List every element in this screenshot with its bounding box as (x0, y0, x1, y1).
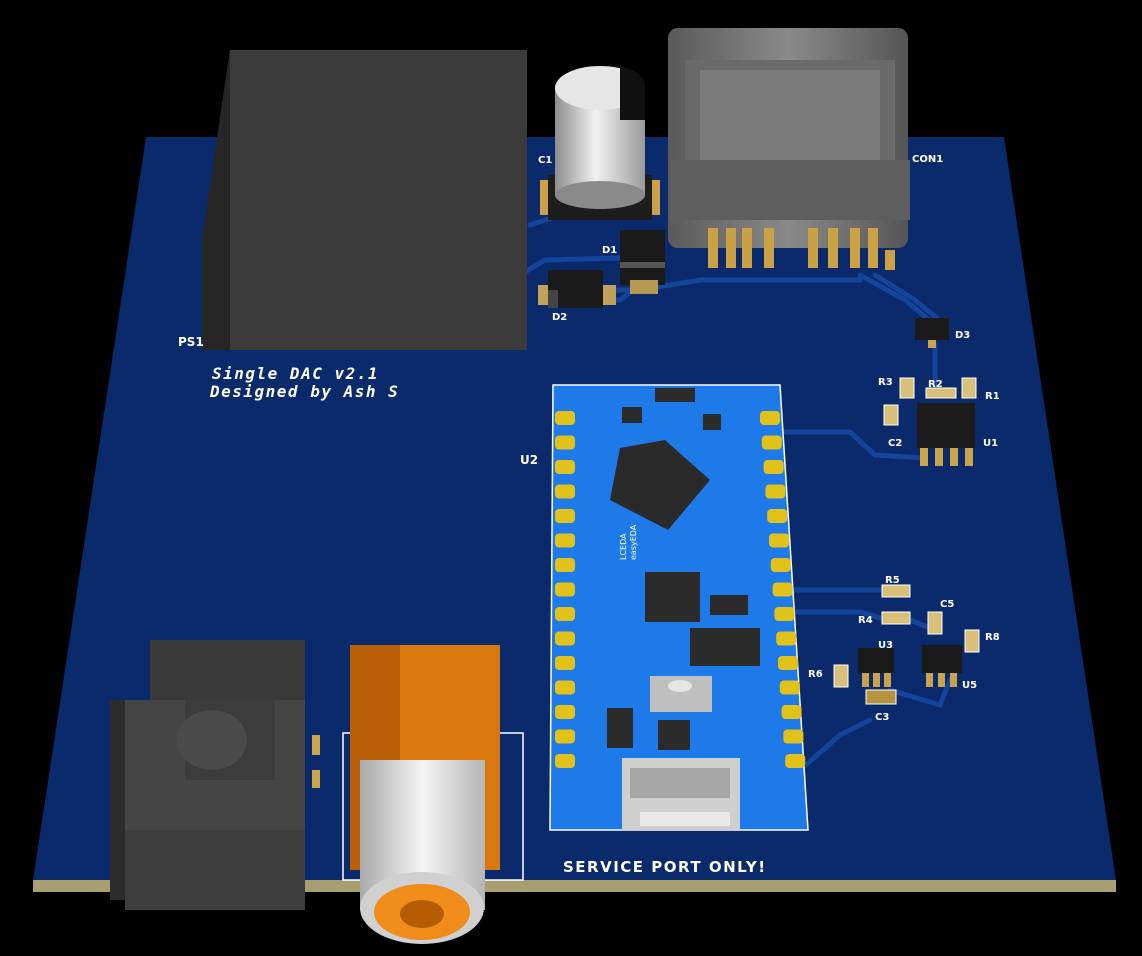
header-pin-left (555, 705, 575, 719)
header-pin-right (778, 656, 798, 670)
header-pin-left (555, 533, 575, 548)
connector-con1 (668, 28, 910, 270)
toslink-connector (110, 640, 320, 910)
header-pin-right (776, 631, 797, 646)
header-pin-left (555, 754, 575, 768)
header-pin-left (555, 582, 575, 597)
header-pin-left (555, 631, 575, 646)
header-pin-right (761, 435, 782, 450)
header-pin-left (555, 680, 575, 695)
c1-designator: C1 (538, 155, 552, 166)
mcu-logo-line1: LCEDA (619, 533, 628, 560)
r1-designator: R1 (985, 391, 1000, 402)
header-pin-left (555, 607, 575, 621)
header-pin-left (555, 435, 575, 450)
header-pin-left (555, 460, 575, 474)
header-pin-right (765, 484, 786, 499)
board-title-line2: Designed by Ash S (209, 382, 399, 401)
header-pin-left (555, 558, 575, 572)
header-pin-left (555, 411, 575, 425)
header-pin-right (770, 558, 791, 572)
electrolytic-capacitor-c1 (540, 66, 660, 220)
header-pin-left (555, 729, 575, 744)
c2-designator: C2 (888, 438, 902, 449)
d1-designator: D1 (602, 245, 617, 256)
header-pin-right (774, 607, 795, 621)
header-pin-right (760, 411, 780, 425)
header-pin-left (555, 509, 575, 523)
r5-designator: R5 (885, 575, 900, 586)
diode-d1 (620, 230, 665, 294)
header-pin-right (769, 533, 789, 548)
r2-designator: R2 (928, 379, 943, 390)
r3-designator: R3 (878, 377, 893, 388)
mcu-logo-line2: easyEDA (629, 524, 638, 560)
ps1-designator: PS1 (178, 335, 204, 349)
diode-d3 (915, 318, 949, 348)
r4-designator: R4 (858, 615, 873, 626)
header-pin-right (785, 754, 806, 768)
r8-designator: R8 (985, 632, 1000, 643)
u3-designator: U3 (878, 640, 893, 651)
header-pin-right (763, 460, 784, 474)
d3-designator: D3 (955, 330, 970, 341)
c5-designator: C5 (940, 599, 954, 610)
mcu-module-u2: LCEDA easyEDA (549, 384, 809, 831)
header-pin-right (783, 729, 804, 744)
u1-section (883, 377, 977, 466)
d2-designator: D2 (552, 312, 567, 323)
board-title-line1: Single DAC v2.1 (212, 364, 379, 383)
u1-designator: U1 (983, 438, 998, 449)
u2-designator: U2 (520, 453, 538, 467)
header-pin-right (772, 582, 793, 597)
service-port-label: SERVICE PORT ONLY! (563, 858, 767, 876)
header-pin-left (555, 484, 575, 499)
u5-designator: U5 (962, 680, 977, 691)
power-supply-module (202, 50, 527, 350)
c3-designator: C3 (875, 712, 889, 723)
r6-designator: R6 (808, 669, 823, 680)
header-pin-right (781, 705, 802, 719)
header-pin-right (779, 680, 800, 695)
diode-d2 (538, 270, 616, 308)
header-pin-left (555, 656, 575, 670)
rca-connector (342, 645, 524, 944)
con1-designator: CON1 (912, 154, 943, 165)
u3-u5-section (833, 584, 980, 705)
header-pin-right (767, 509, 788, 523)
